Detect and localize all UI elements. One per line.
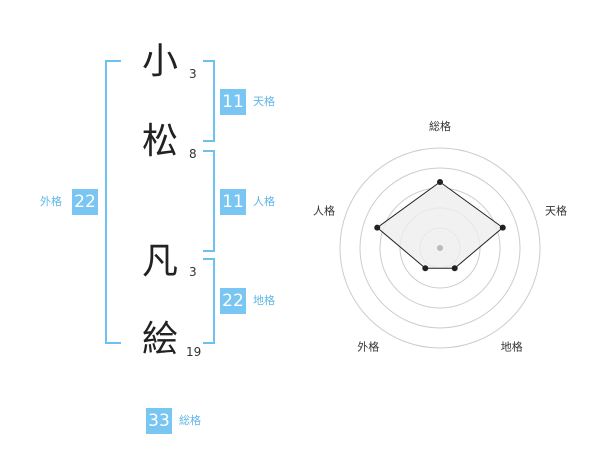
soukaku-value: 33 bbox=[146, 408, 172, 434]
radar-center-point bbox=[437, 245, 443, 251]
radar-axis-label: 人格 bbox=[313, 203, 335, 217]
radar-point bbox=[451, 265, 458, 272]
name-char-1: 小 bbox=[142, 41, 179, 82]
jinkaku-bracket bbox=[203, 150, 215, 252]
tenkaku-value: 11 bbox=[220, 89, 246, 115]
soukaku-label: 総格 bbox=[179, 414, 201, 427]
name-char-2: 松 bbox=[142, 121, 179, 162]
stroke-count-2: 8 bbox=[189, 147, 197, 161]
radar-point bbox=[499, 224, 506, 231]
radar-ring bbox=[359, 167, 521, 329]
tenkaku-label: 天格 bbox=[253, 95, 275, 108]
gaikaku-label: 外格 bbox=[40, 195, 62, 208]
radar-axis-label: 地格 bbox=[501, 340, 523, 354]
radar-point bbox=[422, 265, 429, 272]
radar-ring bbox=[339, 147, 541, 349]
radar-axis-label: 総格 bbox=[429, 119, 451, 133]
tenkaku-bracket bbox=[203, 60, 215, 142]
gaikaku-bracket bbox=[105, 60, 121, 344]
name-char-3: 凡 bbox=[142, 241, 179, 282]
radar-point bbox=[437, 179, 443, 185]
chikaku-bracket bbox=[203, 258, 215, 344]
gaikaku-value: 22 bbox=[72, 189, 98, 215]
jinkaku-label: 人格 bbox=[253, 195, 275, 208]
jinkaku-value: 11 bbox=[220, 189, 246, 215]
radar-axis-label: 外格 bbox=[357, 340, 379, 354]
chikaku-label: 地格 bbox=[253, 294, 275, 307]
stroke-count-1: 3 bbox=[189, 67, 197, 81]
stroke-count-3: 3 bbox=[189, 265, 197, 279]
radar-polygon bbox=[376, 181, 504, 269]
stroke-count-4: 19 bbox=[186, 345, 202, 359]
radar-point bbox=[374, 224, 381, 231]
name-char-4: 絵 bbox=[142, 319, 179, 360]
chikaku-value: 22 bbox=[220, 288, 246, 314]
radar-axis-label: 天格 bbox=[545, 203, 567, 217]
